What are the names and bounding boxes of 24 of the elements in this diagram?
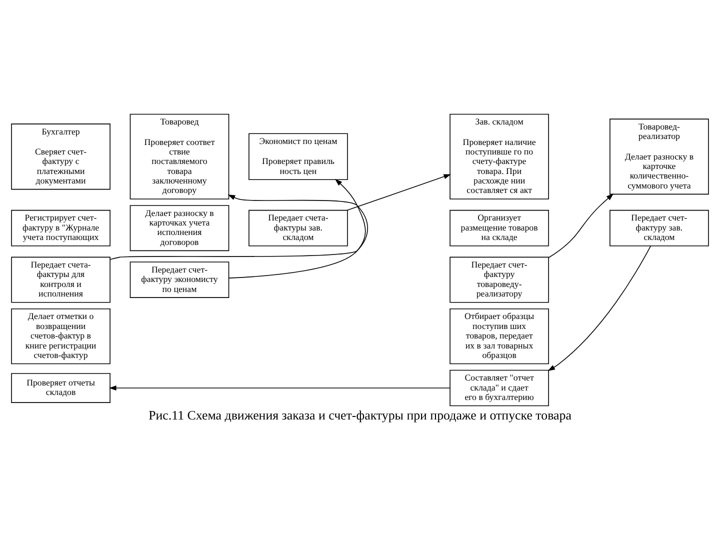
arrow [548,245,652,371]
node-box: Составляет "отчет склада" и сдает его в бухгалтерию [450,369,549,406]
node-box: Товаровед-реализатор Делает разноску в карточке количественно-суммового учета [610,118,709,194]
arrow [346,174,452,210]
node-box: Товаровед Проверяет соответ ствие поставляемого товара заключенному договору [130,113,230,199]
node-box: Передает счета-фактуры для контроля и исполнения [11,256,110,302]
node-box: Проверяет отчеты складов [11,372,110,402]
caption: Рис.11 Схема движения заказа и счет-фактуры при продаже и отпуске товара [148,406,572,422]
node-box: Передает счет-фактуру зав. складом [610,209,709,246]
arrow [109,384,450,390]
node-box: Передает счет-фактуру экономисту по ценам [130,261,230,298]
node-box: Делает разноску в карточках учета исполнения договоров [130,204,230,251]
node-box: Экономист по ценам Проверяет правиль ность цен [248,132,348,180]
arrow [228,178,366,278]
node-box: Отбирает образцы поступив ших товаров, передает их в зал товарных образцов [450,308,549,364]
node-box: Зав. складом Проверяет наличие поступивше го по счету-фактуре товара. При расхожде нии составляет ся акт [450,113,549,199]
node-box: Организует размещение товаров на складе [450,209,549,246]
arrow [548,193,614,258]
arrow [110,194,368,260]
node-box: Передает счета-фактуры зав. складом [248,209,348,246]
node-box: Делает отметки о возвращении счетов-фактур в книге регистрации счетов-фактур [11,308,110,364]
node-box: Бухгалтер Сверяет счет-фактуру с платежными документами [11,123,110,190]
node-box: Регистрирует счет-фактуру в "Журнале учета поступающих [11,209,110,246]
node-box: Передает счет-фактуру товароведу-реализатору [450,256,549,302]
